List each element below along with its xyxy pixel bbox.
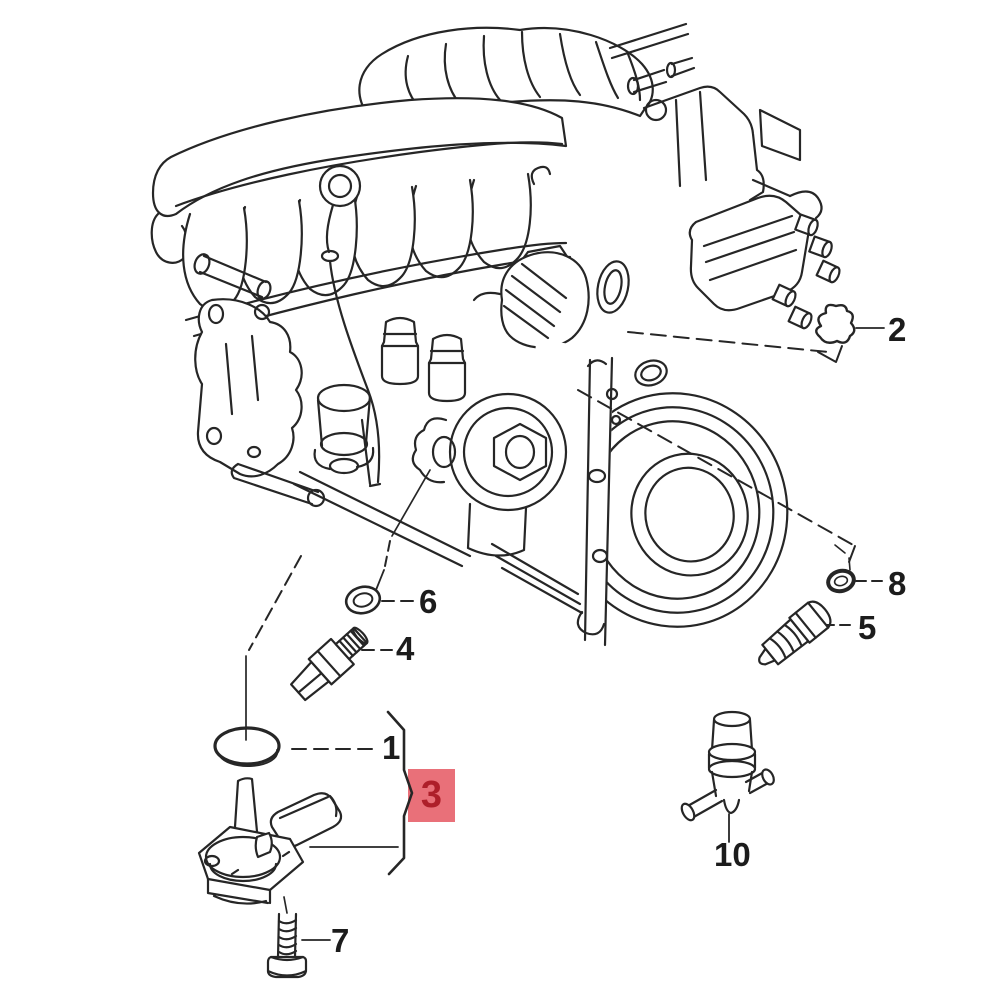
part-8-seal-ring bbox=[826, 544, 856, 594]
part-4-oil-pressure-switch bbox=[290, 626, 369, 702]
part-6-seal-ring bbox=[344, 569, 385, 615]
callout-10: 10 bbox=[714, 836, 751, 873]
part-10-valve bbox=[680, 710, 775, 822]
part-3-oil-level-sensor bbox=[197, 777, 343, 914]
callout-7: 7 bbox=[331, 922, 350, 959]
coolant-union bbox=[472, 165, 590, 349]
engine-mount-bracket bbox=[193, 253, 472, 568]
callout-1: 1 bbox=[382, 729, 401, 766]
intake-runners bbox=[182, 172, 572, 338]
distributor bbox=[688, 190, 841, 330]
filler-neck bbox=[313, 383, 375, 475]
callout-2: 2 bbox=[888, 311, 907, 348]
block-studs bbox=[380, 316, 467, 403]
part-5-sensor bbox=[758, 600, 832, 666]
callout-5: 5 bbox=[858, 609, 877, 646]
part-3-highlight-box bbox=[408, 769, 455, 822]
part-3-group-bracket bbox=[386, 710, 414, 876]
part-1-seal-ring bbox=[213, 726, 281, 768]
dipstick bbox=[318, 164, 382, 488]
callout-4: 4 bbox=[396, 630, 415, 667]
callout-6: 6 bbox=[419, 583, 438, 620]
oil-filter-housing bbox=[411, 392, 568, 557]
callout-3: 3 bbox=[420, 774, 443, 816]
callout-8: 8 bbox=[888, 565, 907, 602]
part-2-clip bbox=[815, 303, 856, 344]
part-7-screw bbox=[266, 912, 308, 979]
valve-cover-band bbox=[150, 97, 568, 264]
leader-lines bbox=[245, 327, 887, 941]
engine-assembly bbox=[150, 22, 841, 658]
